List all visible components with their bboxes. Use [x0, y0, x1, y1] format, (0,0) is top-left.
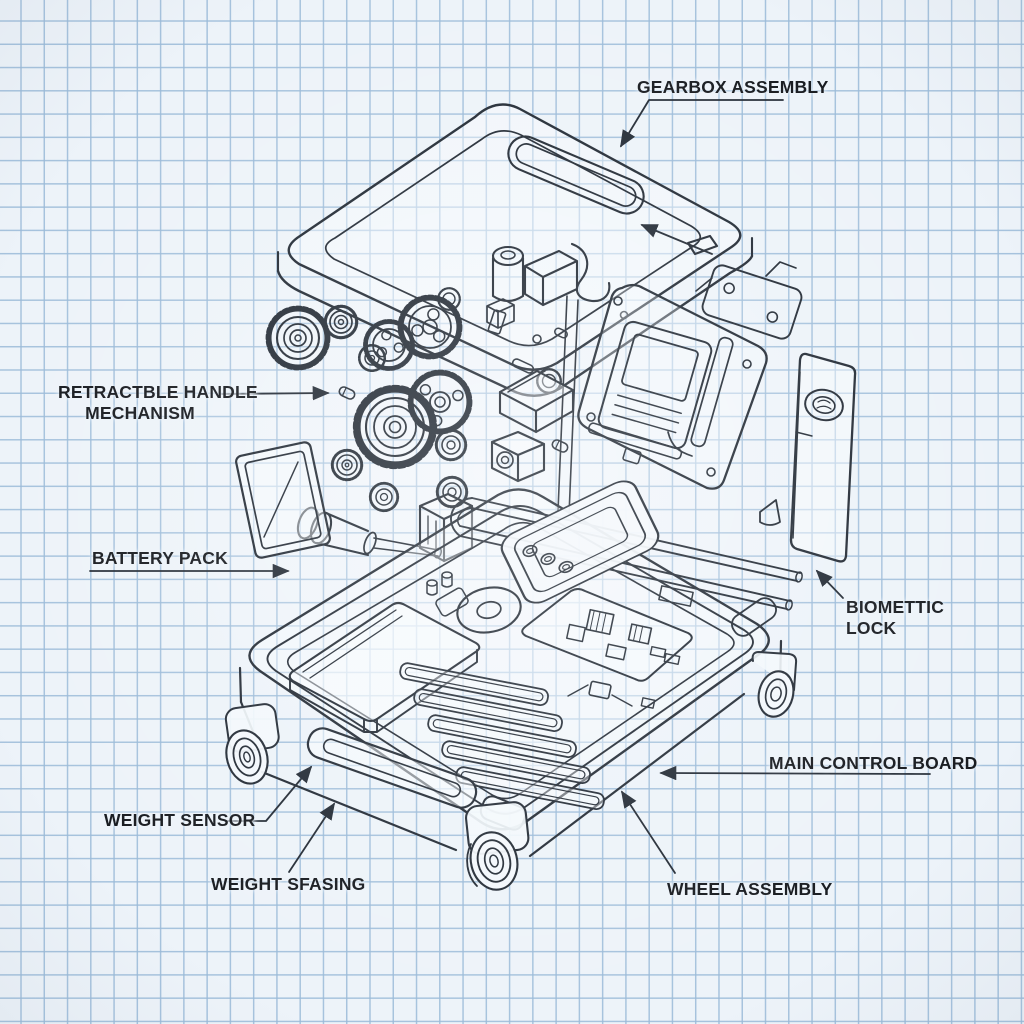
panel-wedge [759, 499, 781, 526]
pin-pellet [338, 386, 356, 400]
gear [435, 475, 469, 509]
gear [437, 287, 461, 311]
solenoid-cube [490, 430, 546, 483]
label-weight-sensor: WEIGHT SENSOR [104, 810, 256, 830]
weight-sensing-leader [288, 802, 335, 873]
board-connector [588, 680, 612, 700]
back-panel [557, 261, 803, 526]
gearbox-leader [620, 99, 784, 148]
label-battery-pack: BATTERY PACK [92, 548, 228, 568]
leader-lines [89, 99, 931, 874]
biometric-lock-strip [789, 352, 857, 563]
gear [400, 297, 460, 357]
suitcase-base [224, 488, 798, 891]
label-gearbox-assembly: GEARBOX ASSEMBLY [637, 77, 829, 97]
module-buttons [522, 544, 574, 574]
gear [434, 428, 468, 462]
panel-side-strip [690, 336, 734, 448]
battery-panel [235, 441, 331, 559]
gear [357, 343, 387, 373]
lid-screw [619, 310, 629, 320]
pin-pellet [554, 327, 568, 339]
label-biometric-lock-line1: BIOMETTIC [846, 597, 945, 617]
caster-wheel-left [224, 703, 280, 785]
floor-slats [399, 662, 605, 811]
label-retractable-handle: RETRACTBLE HANDLE MECHANISM [58, 382, 258, 424]
gear [268, 308, 328, 368]
main-control-board [521, 585, 694, 709]
display-module [500, 480, 660, 604]
lid-handle-slot [507, 135, 645, 215]
small-box [486, 298, 515, 329]
main-board-leader [659, 765, 931, 781]
label-biometric-lock-line2: LOCK [846, 618, 897, 638]
lid-strap-bracket [570, 242, 611, 303]
pin-pellet [551, 439, 569, 453]
lid-corner-notch [686, 234, 719, 256]
suitcase-lid [276, 103, 754, 397]
lid-interior-arrow [640, 224, 713, 255]
mount-bracket [695, 261, 803, 340]
weight-sensor-leader [227, 765, 313, 822]
lid-screw [532, 334, 542, 344]
board-sticker [658, 585, 694, 607]
gear [330, 448, 364, 482]
gear-housing-box [498, 369, 575, 434]
wheel-assembly-leader [621, 790, 676, 874]
mechanism-blocks [296, 298, 575, 563]
biometric-leader [815, 569, 844, 599]
label-retractable-handle-line1: RETRACTBLE HANDLE [58, 382, 258, 402]
gear [323, 304, 359, 340]
gear [368, 481, 400, 513]
lid-small-slot [511, 358, 535, 374]
panel-small-pad [622, 447, 642, 465]
handle-mechanism-leader [221, 385, 330, 401]
label-biometric-lock: BIOMETTIC LOCK [846, 597, 944, 639]
side-grip-slot [731, 597, 777, 637]
label-main-control-board: MAIN CONTROL BOARD [769, 753, 978, 773]
battery-pack-module [288, 601, 481, 733]
mount-studs [426, 571, 469, 617]
label-weight-sensing: WEIGHT SFASING [211, 874, 366, 894]
fingerprint-sensor [804, 388, 844, 422]
label-retractable-handle-line2: MECHANISM [85, 403, 195, 423]
caster-wheel-rear-right [751, 651, 798, 718]
panel-rail [587, 422, 683, 460]
gear [410, 372, 470, 432]
round-mount [456, 586, 522, 634]
caster-wheel-front [465, 801, 530, 891]
gear-cluster [268, 287, 569, 513]
label-wheel-assembly: WHEEL ASSEMBLY [667, 879, 833, 899]
